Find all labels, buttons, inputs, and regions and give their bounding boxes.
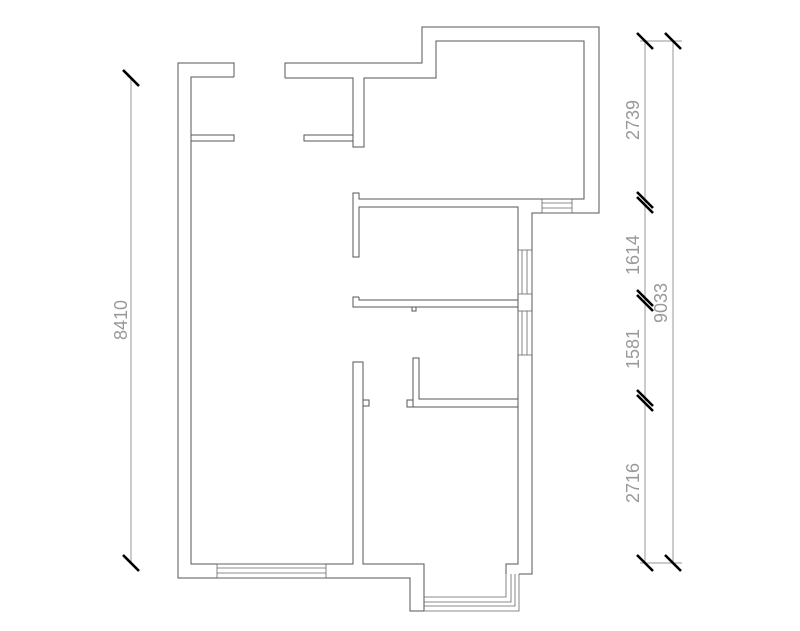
top-wall-inner bbox=[285, 40, 585, 574]
dimension-1614: 1614 bbox=[623, 235, 643, 275]
dimension-1581: 1581 bbox=[623, 329, 643, 369]
partition-nub-2 bbox=[406, 399, 414, 408]
dimension-right: 2739 1614 1581 2716 9033 bbox=[623, 32, 682, 572]
window-right-lower bbox=[517, 310, 533, 356]
partition-nub bbox=[411, 306, 417, 312]
top-wall bbox=[284, 26, 600, 575]
middle-partition bbox=[352, 296, 519, 308]
lower-partition bbox=[412, 357, 519, 408]
dimension-2739: 2739 bbox=[623, 100, 643, 140]
window-top-right bbox=[541, 198, 573, 214]
bay-wall bbox=[410, 563, 425, 611]
window-right-upper bbox=[517, 249, 533, 295]
left-exterior-wall-outer bbox=[177, 62, 424, 612]
walls bbox=[177, 26, 600, 612]
partition-nub-3 bbox=[362, 399, 370, 407]
windows bbox=[216, 198, 573, 612]
door-stub-right bbox=[303, 134, 354, 142]
dimension-2716: 2716 bbox=[623, 463, 643, 503]
dimension-8410: 8410 bbox=[111, 300, 131, 340]
left-exterior-wall bbox=[190, 76, 410, 565]
dimension-9033: 9033 bbox=[651, 283, 671, 323]
dimension-left: 8410 bbox=[111, 69, 140, 572]
bay-window bbox=[424, 574, 507, 598]
window-bottom-left bbox=[216, 563, 327, 579]
door-stub-left bbox=[190, 134, 235, 142]
tick-mark bbox=[122, 554, 140, 572]
tick-mark bbox=[122, 69, 140, 87]
